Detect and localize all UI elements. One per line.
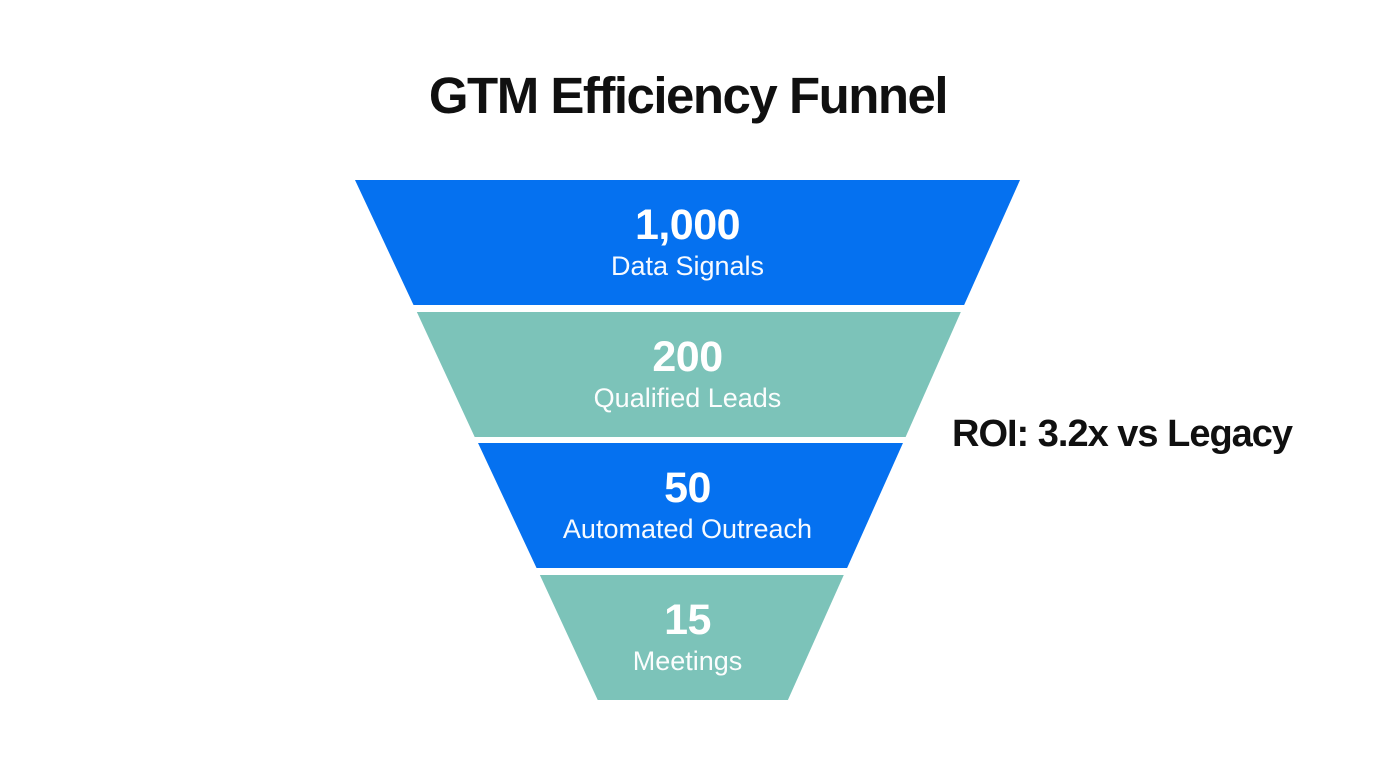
stage-value: 15 bbox=[664, 595, 711, 644]
funnel-stage-meetings: 15 Meetings bbox=[539, 575, 844, 700]
stage-value: 50 bbox=[664, 463, 711, 512]
funnel-stage-automated-outreach: 50 Automated Outreach bbox=[478, 443, 903, 568]
stage-label: Data Signals bbox=[610, 250, 765, 281]
stage-value: 1,000 bbox=[634, 200, 741, 249]
funnel-stage-qualified-leads: 200 Qualified Leads bbox=[416, 312, 961, 437]
stage-value: 200 bbox=[652, 332, 723, 381]
funnel: 1,000 Data Signals 200 Qualified Leads 5… bbox=[355, 180, 1020, 700]
roi-annotation: ROI: 3.2x vs Legacy bbox=[952, 413, 1293, 455]
funnel-stage-data-signals: 1,000 Data Signals bbox=[355, 180, 1020, 305]
stage-label: Qualified Leads bbox=[593, 382, 782, 413]
stage-label: Meetings bbox=[632, 645, 743, 676]
stage-label: Automated Outreach bbox=[562, 513, 813, 544]
chart-title: GTM Efficiency Funnel bbox=[428, 67, 949, 124]
